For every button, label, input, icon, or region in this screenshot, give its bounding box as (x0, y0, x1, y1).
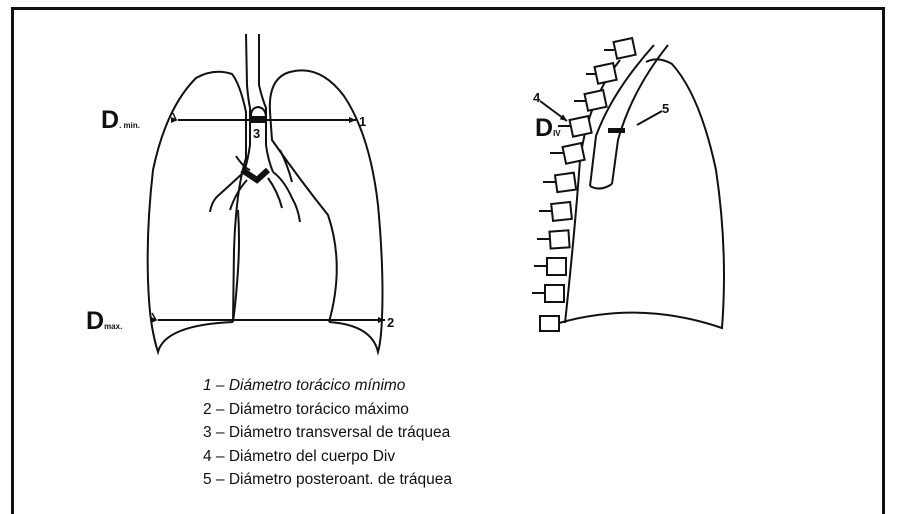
vertebra (563, 143, 585, 164)
vertebra (545, 285, 564, 302)
vertebra (547, 258, 566, 275)
dmin-tick (173, 113, 176, 120)
dmax-tick (152, 313, 156, 320)
marker-5-line (637, 111, 662, 125)
lateral-lung-outline (559, 59, 724, 328)
legend-item-2: 2 – Diámetro torácico máximo (203, 398, 452, 422)
vertebra (555, 173, 576, 192)
trachea-diameter-mark (251, 116, 267, 123)
vertebra (549, 230, 569, 248)
vertebra (540, 316, 559, 331)
vertebra (551, 202, 572, 221)
trachea-ap-diameter-mark (608, 128, 625, 133)
legend: 1 – Diámetro torácico mínimo 2 – Diámetr… (203, 374, 452, 492)
trachea-tube-end (590, 184, 612, 189)
vertebra (595, 63, 617, 84)
frontal-labels: D. min. Dmax. 1 2 3 (86, 106, 394, 335)
marker-5: 5 (662, 101, 669, 116)
legend-item-1: 1 – Diámetro torácico mínimo (203, 374, 452, 398)
marker-3: 3 (253, 126, 260, 141)
vertebra (614, 38, 636, 59)
div-label: DIV (535, 114, 561, 142)
marker-1: 1 (359, 114, 366, 129)
legend-item-4: 4 – Diámetro del cuerpo Div (203, 445, 452, 469)
dmax-label: Dmax. (86, 307, 122, 335)
dmin-label: D. min. (101, 106, 140, 134)
vertebra (570, 116, 592, 137)
trachea-tube-front (612, 45, 668, 184)
carina-mark (242, 170, 268, 180)
left-lung-outline (270, 70, 383, 352)
marker-4: 4 (533, 90, 541, 105)
right-lung-outline (148, 72, 246, 352)
marker-2: 2 (387, 315, 394, 330)
legend-item-3: 3 – Diámetro transversal de tráquea (203, 421, 452, 445)
legend-item-5: 5 – Diámetro posteroant. de tráquea (203, 468, 452, 492)
frontal-chest-view (148, 34, 385, 352)
vertebra (585, 90, 607, 111)
vertebrae (540, 38, 636, 331)
right-main-bronchus (268, 172, 300, 222)
